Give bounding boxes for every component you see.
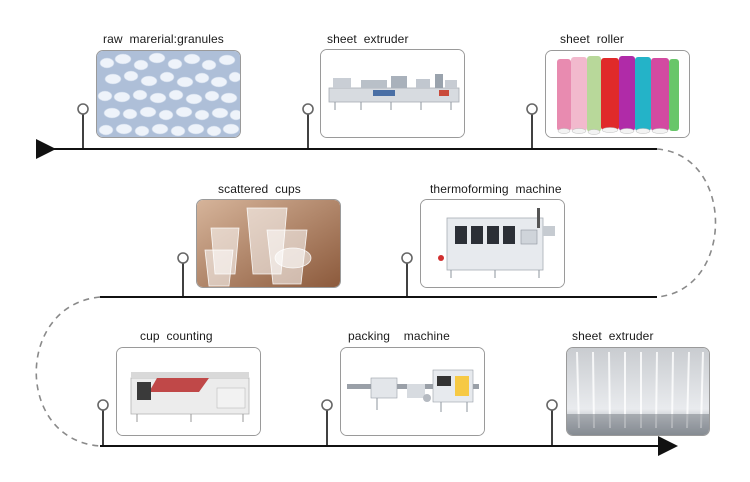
node-3 xyxy=(527,104,537,114)
step-7-label: packing machine xyxy=(348,329,450,343)
packing-machine-photo xyxy=(340,347,485,436)
stacked-cups-photo xyxy=(566,347,710,436)
step-1-label: raw marerial:granules xyxy=(103,32,224,46)
extruder-machine-photo xyxy=(320,49,465,138)
node-1 xyxy=(78,104,88,114)
granules-photo xyxy=(96,50,241,138)
node-5 xyxy=(402,253,412,263)
step-4-label: scattered cups xyxy=(218,182,301,196)
step-5-label: thermoforming machine xyxy=(430,182,562,196)
start-arrow-icon xyxy=(36,139,56,159)
step-6-label: cup counting xyxy=(140,329,213,343)
node-8 xyxy=(547,400,557,410)
end-arrow-icon xyxy=(658,436,678,456)
step-8-label: sheet extruder xyxy=(572,329,654,343)
step-2-label: sheet extruder xyxy=(327,32,409,46)
counting-machine-photo xyxy=(116,347,261,436)
dashed-connector-left xyxy=(36,297,100,446)
node-4 xyxy=(178,253,188,263)
node-6 xyxy=(98,400,108,410)
node-2 xyxy=(303,104,313,114)
step-3-label: sheet roller xyxy=(560,32,624,46)
node-7 xyxy=(322,400,332,410)
sheet-rolls-photo xyxy=(545,50,690,138)
plastic-cups-photo xyxy=(196,199,341,288)
thermoforming-machine-photo xyxy=(420,199,565,288)
dashed-connector-right xyxy=(657,149,716,297)
